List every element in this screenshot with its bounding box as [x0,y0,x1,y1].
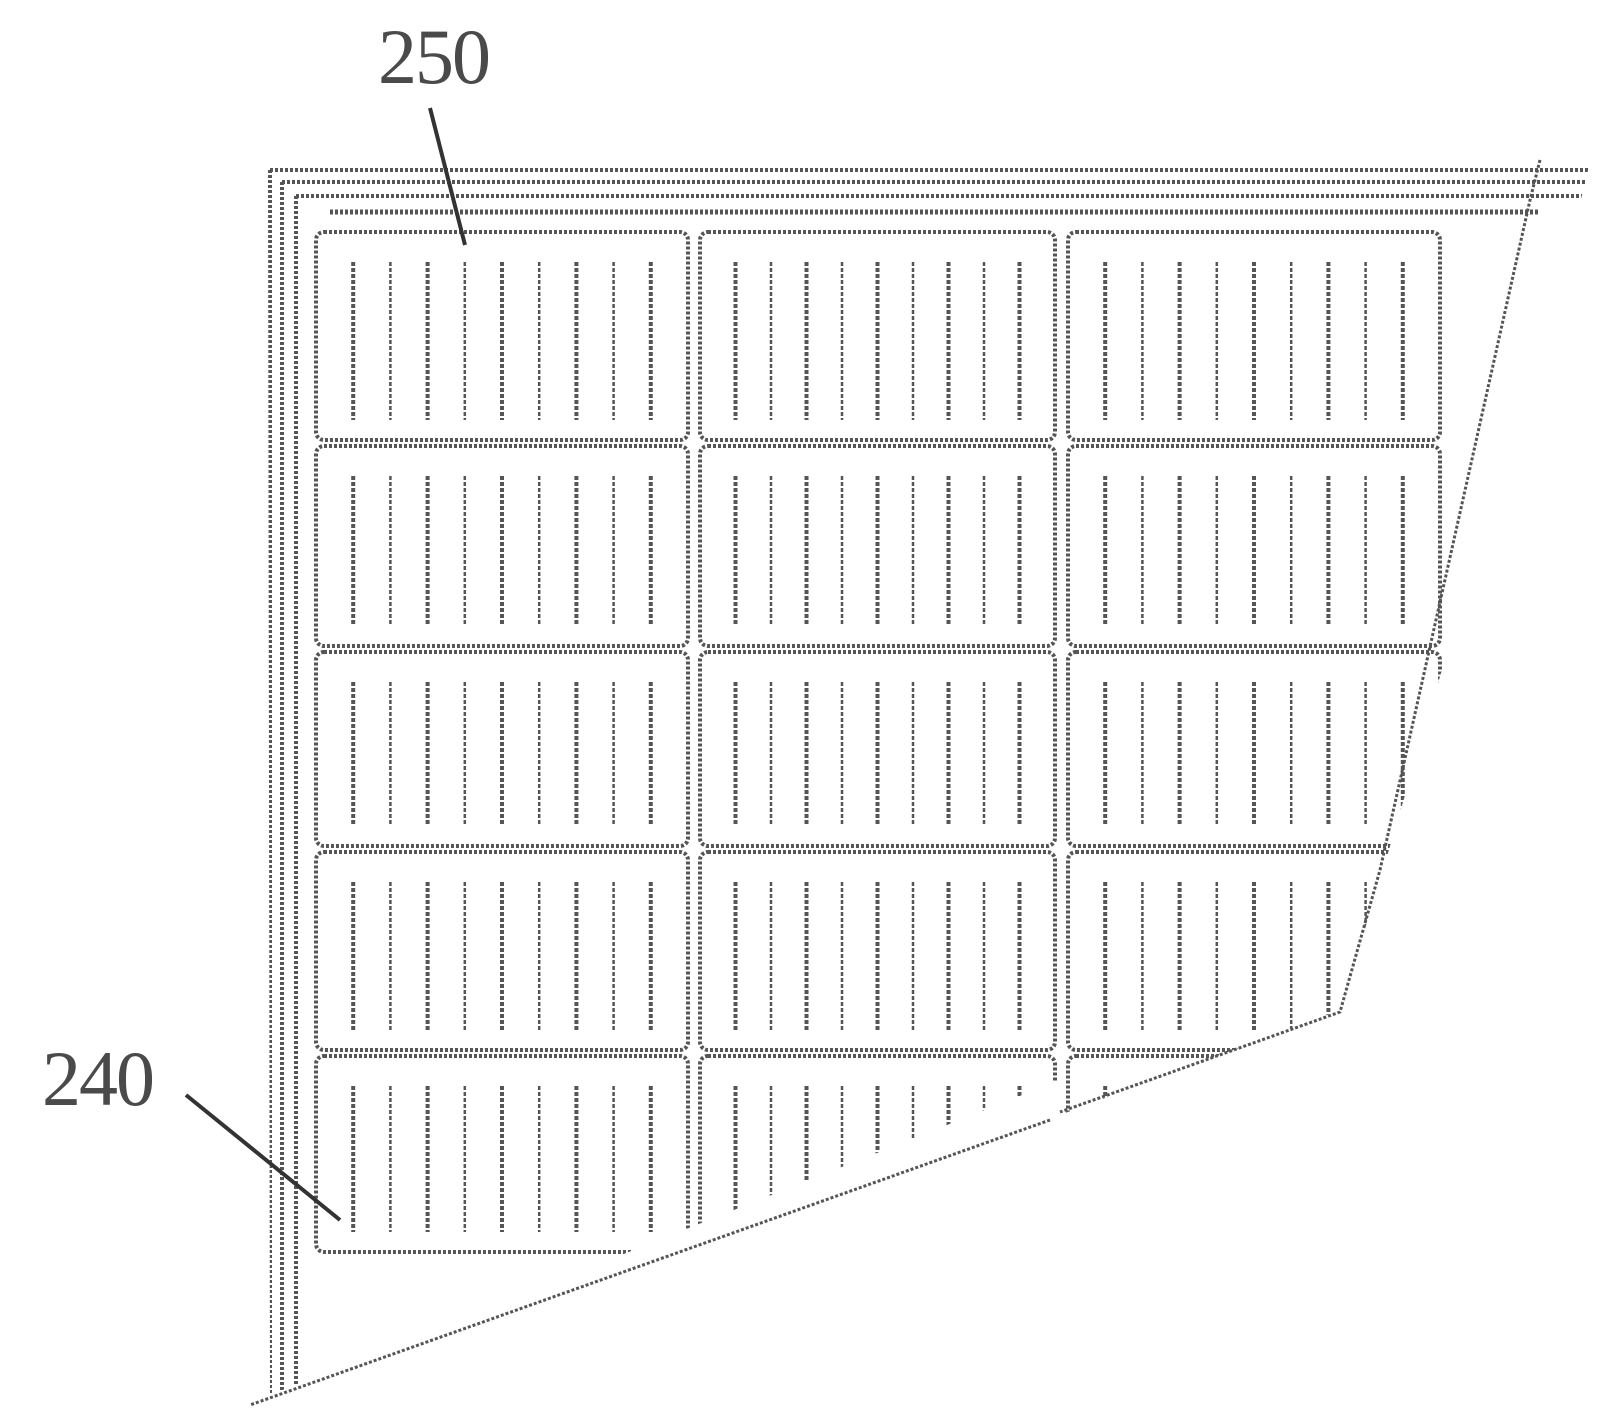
reference-label-240: 240 [42,1035,155,1122]
reference-label-250: 250 [378,13,491,100]
